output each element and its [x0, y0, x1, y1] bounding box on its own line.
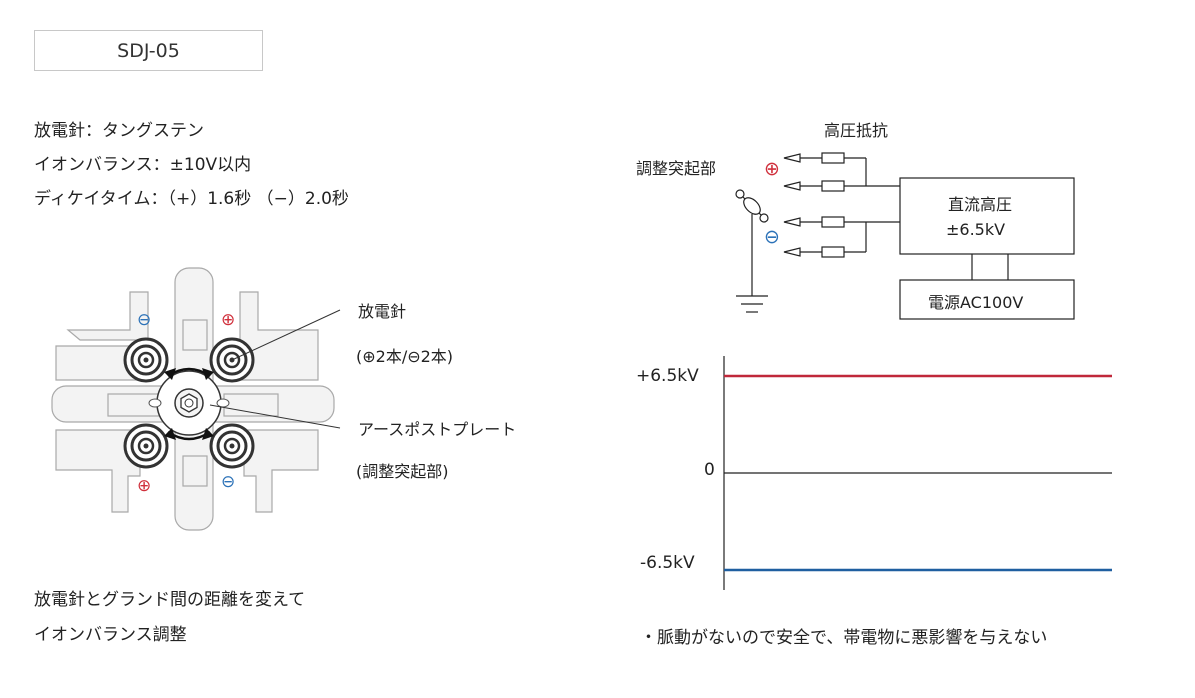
spec-needle-material: 放電針：タングステン — [34, 121, 204, 141]
sign-minus-br: ⊖ — [221, 472, 236, 492]
inner-block-top — [182, 319, 208, 351]
y-tick-label-bottom: -6.5kV — [640, 553, 695, 573]
left-caption-line1: 放電針とグランド間の距離を変えて — [34, 590, 306, 610]
sign-plus-tr: ⊕ — [221, 310, 236, 330]
circuit-plus-sign: ⊕ — [764, 158, 780, 180]
spec-decay-time: ディケイタイム：（+）1.6秒 （−）2.0秒 — [34, 189, 349, 209]
circuit-diagram — [735, 152, 1075, 320]
power-supply-box — [899, 279, 1075, 320]
plate-label: アースポストプレート — [358, 420, 517, 439]
minus-needle-1 — [783, 216, 900, 228]
voltage-chart — [723, 356, 1112, 590]
right-caption: ・脈動がないので安全で、帯電物に悪影響を与えない — [640, 628, 1048, 648]
resistor-label: 高圧抵抗 — [824, 121, 889, 140]
needle-bl — [123, 423, 169, 469]
sign-minus-tl: ⊖ — [137, 310, 152, 330]
leader-needle — [231, 309, 341, 361]
ground-icon — [736, 295, 768, 313]
sign-plus-bl: ⊕ — [137, 476, 152, 496]
adjuster-label: 調整突起部 — [636, 159, 717, 178]
inner-block-bottom — [182, 455, 208, 487]
needle-tl — [123, 337, 169, 383]
plus-needle-1 — [783, 152, 866, 164]
y-tick-label-top: +6.5kV — [636, 366, 699, 386]
minus-needle-2 — [783, 246, 866, 258]
needles — [123, 337, 255, 469]
needle-note: (⊕2本/⊖2本) — [356, 347, 454, 366]
power-supply-label: 電源AC100V — [928, 293, 1024, 312]
spec-ion-balance: イオンバランス：±10V以内 — [34, 155, 252, 175]
plus-needle-2 — [783, 180, 900, 192]
earth-post-plate — [148, 367, 230, 441]
needle-label: 放電針 — [358, 302, 407, 321]
arm-br — [243, 429, 319, 513]
model-label: SDJ-05 — [34, 30, 263, 71]
hv-supply-box — [899, 177, 1075, 255]
hv-supply-line1: 直流高圧 — [948, 195, 1013, 214]
leader-plate — [209, 404, 341, 429]
adjuster-symbol — [735, 189, 769, 296]
needle-br — [209, 423, 255, 469]
y-tick-label-zero: 0 — [704, 460, 715, 480]
left-caption-line2: イオンバランス調整 — [34, 625, 187, 645]
hv-supply-line2: ±6.5kV — [946, 220, 1006, 239]
circuit-minus-sign: ⊖ — [764, 226, 780, 248]
plate-note: (調整突起部) — [356, 462, 449, 481]
arm-tl — [66, 291, 149, 341]
